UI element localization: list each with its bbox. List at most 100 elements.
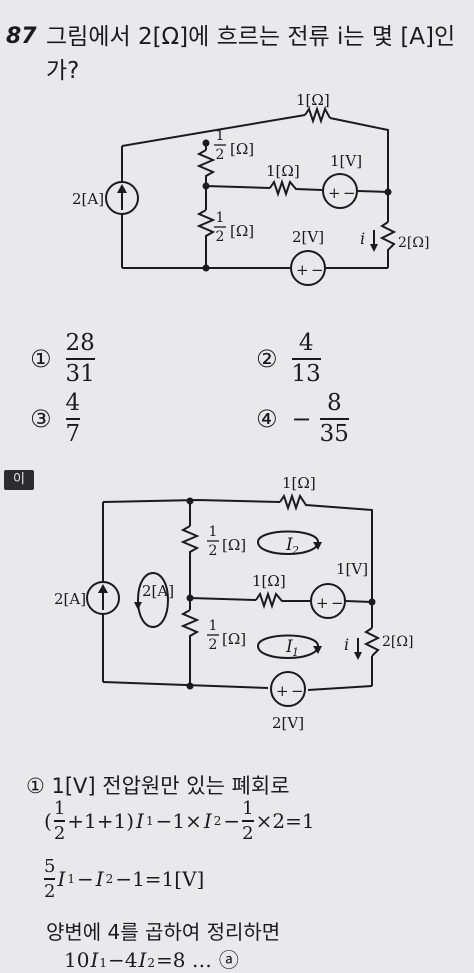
current-source-arrowhead xyxy=(117,184,127,193)
step-text: 양변에 4를 곱하여 정리하면 xyxy=(46,920,281,944)
wire-top-left xyxy=(102,498,281,503)
label-source-current: 2[A] xyxy=(72,190,104,208)
choice-mark: ① xyxy=(30,344,52,373)
label-loop-i1-sub: 1 xyxy=(292,646,299,659)
equation-label: ⓐ xyxy=(218,948,239,972)
label-r-middle: 1[Ω] xyxy=(266,162,300,180)
voltage-source-2 xyxy=(290,250,326,286)
v2-plus: + xyxy=(296,261,309,279)
loop-2a-arrowhead xyxy=(134,602,142,610)
fraction: 8 35 xyxy=(319,390,349,448)
resistor-middle xyxy=(269,178,323,198)
eq1-end: ×2=1 xyxy=(255,808,315,833)
v2-minus: − xyxy=(311,261,324,279)
label-current-i: i xyxy=(344,635,349,654)
resistor-left-lower xyxy=(196,209,216,268)
resistor-left-lower xyxy=(180,609,200,686)
label-half-den-upper: 2 xyxy=(209,543,218,559)
minus-sign: − xyxy=(291,404,312,433)
label-source-current: 2[A] xyxy=(54,590,86,608)
eq1-rest: −1× xyxy=(155,808,202,833)
question-number: 87 xyxy=(6,24,37,49)
denominator: 35 xyxy=(319,420,349,447)
resistor-left-upper xyxy=(180,525,200,598)
label-loop-i2-sub: 2 xyxy=(291,544,299,557)
node xyxy=(186,594,194,602)
paren-open: ( xyxy=(44,808,52,833)
choice-4[interactable]: ④ − 8 35 xyxy=(256,390,349,448)
current-i-arrowhead xyxy=(354,652,362,660)
label-v-source-2: 2[V] xyxy=(272,714,304,732)
step-1-title: ① 1[V] 전압원만 있는 폐회로 xyxy=(26,774,290,798)
node xyxy=(368,598,376,606)
numerator: 28 xyxy=(65,330,95,356)
v1-minus: − xyxy=(331,594,344,612)
label-v-source-1: 1[V] xyxy=(336,560,368,578)
circuit-diagram-solution: 1[Ω] 1 2 [Ω] I 2 1[Ω] 1[V] + − 2[A] 2[A]… xyxy=(54,474,413,732)
label-half-num-lower: 1 xyxy=(216,210,225,226)
choice-2[interactable]: ② 4 13 xyxy=(256,330,321,388)
label-loop-i2: I xyxy=(285,535,293,555)
wire-middle-left xyxy=(189,597,257,601)
label-r-middle: 1[Ω] xyxy=(252,572,286,590)
numerator: 4 xyxy=(298,330,314,356)
label-v-source-1: 1[V] xyxy=(330,152,362,170)
node xyxy=(186,497,194,505)
eq2-tail: −1=1[V] xyxy=(115,866,205,891)
denominator: 13 xyxy=(291,360,321,387)
label-v-source-2: 2[V] xyxy=(292,228,324,246)
denominator: 7 xyxy=(65,420,81,447)
v1-minus: − xyxy=(343,184,356,202)
node xyxy=(202,182,210,190)
label-half-den-upper: 2 xyxy=(216,147,225,163)
label-r-top: 1[Ω] xyxy=(282,474,316,492)
label-half-num-lower: 1 xyxy=(209,618,218,634)
choice-mark: ③ xyxy=(30,404,52,433)
circuit-diagram-question: 1[Ω] 1 2 [Ω] 1[Ω] 1[V] + − 2[A] 1 2 [Ω] … xyxy=(72,91,429,286)
resistor-middle xyxy=(255,590,310,610)
label-r-left-upper: [Ω] xyxy=(222,536,246,554)
label-r-top: 1[Ω] xyxy=(296,91,330,109)
label-half-den-lower: 2 xyxy=(216,229,225,245)
v1-plus: + xyxy=(328,184,341,202)
voltage-source-1 xyxy=(322,173,358,209)
wire-top-left xyxy=(121,114,306,147)
wire-middle-right xyxy=(357,190,389,193)
numerator: 8 xyxy=(326,390,342,416)
wire-bottom-right xyxy=(307,685,373,691)
current-i-arrowhead xyxy=(370,244,378,252)
wire-middle-left xyxy=(205,185,271,189)
eq1-mid: +1+1) xyxy=(67,808,135,833)
label-current-i: i xyxy=(360,229,365,248)
label-r-left-lower: [Ω] xyxy=(222,630,246,648)
v1-plus: + xyxy=(316,594,329,612)
choice-3[interactable]: ③ 4 7 xyxy=(30,390,81,448)
choice-mark: ② xyxy=(256,344,278,373)
label-r-left-upper: [Ω] xyxy=(230,140,254,158)
loop-i1-arrowhead xyxy=(313,646,322,654)
voltage-source-1 xyxy=(310,583,346,619)
label-r-right: 2[Ω] xyxy=(382,634,413,650)
label-r-right: 2[Ω] xyxy=(398,235,429,251)
label-half-num-upper: 1 xyxy=(209,524,218,540)
fraction: 4 13 xyxy=(291,330,321,388)
loop-2a xyxy=(137,572,170,628)
eq1-i2: I xyxy=(203,808,212,833)
numerator: 4 xyxy=(65,390,81,416)
denominator: 31 xyxy=(65,360,95,387)
label-loop-2a: 2[A] xyxy=(142,582,174,600)
label-loop-i1: I xyxy=(285,637,293,657)
resistor-top xyxy=(304,105,331,125)
solution-tag: 이 xyxy=(4,470,34,490)
choice-1[interactable]: ① 28 31 xyxy=(30,330,95,388)
fraction: 4 7 xyxy=(65,390,81,448)
resistor-left-upper xyxy=(196,149,216,186)
eq1-i1: I xyxy=(136,808,144,833)
v2-minus: − xyxy=(291,682,304,700)
label-r-left-lower: [Ω] xyxy=(230,222,254,240)
